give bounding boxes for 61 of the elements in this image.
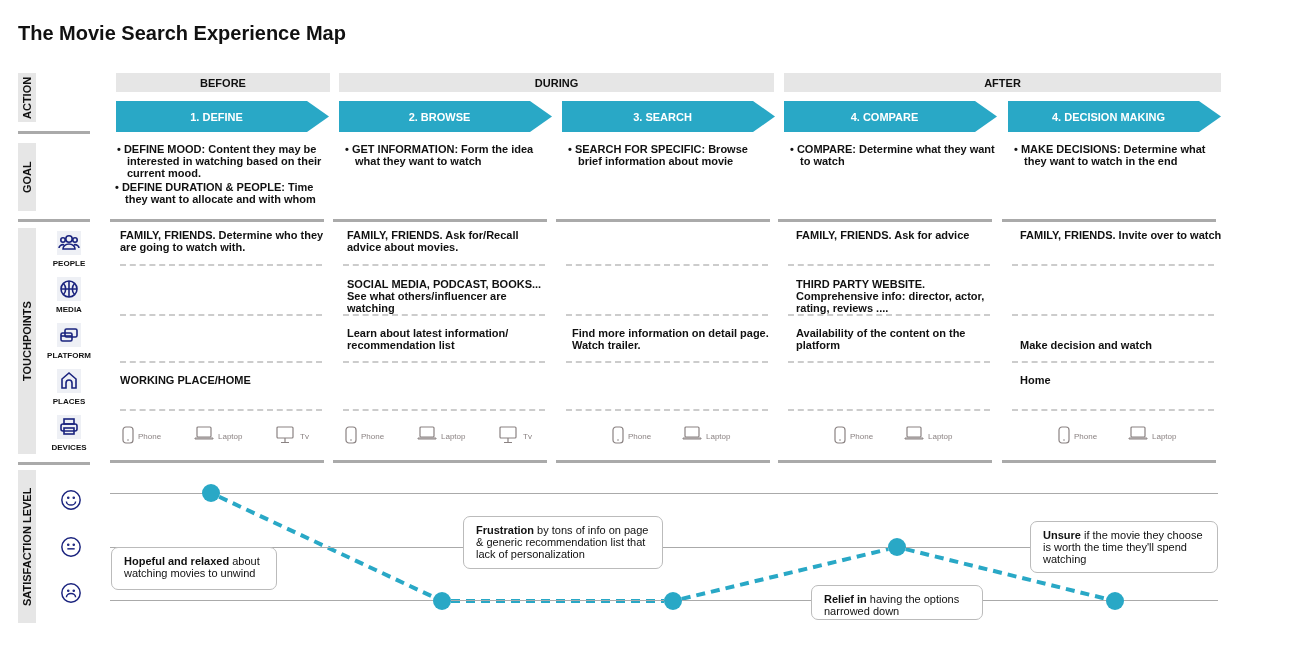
satisfaction-line — [218, 495, 435, 599]
touchpoint-text: Make decision and watch — [1020, 339, 1154, 351]
category-label: MEDIA — [55, 305, 83, 314]
goal-text: • GET INFORMATION: Form the idea what they want to watch — [345, 143, 535, 167]
data-point — [664, 592, 682, 610]
touchpoint-text: THIRD PARTY WEBSITE. Comprehensive info: director, actor, rating, reviews .... — [796, 278, 986, 314]
category-label: DEVICES — [50, 443, 88, 452]
row-header: GOAL — [18, 143, 36, 211]
satisfaction-line — [905, 547, 1107, 601]
touchpoint-text: WORKING PLACE/HOME — [120, 374, 252, 386]
device-label: Tv — [523, 432, 532, 441]
data-point — [1106, 592, 1124, 610]
row-header: TOUCHPOINTS — [18, 228, 36, 454]
data-point — [202, 484, 220, 502]
device-label: Phone — [1074, 432, 1098, 441]
stage-banner: 4. DECISION MAKING — [1008, 101, 1221, 132]
device-label: Tv — [300, 432, 309, 441]
row-header: ACTION — [18, 73, 36, 122]
phase-band: DURING — [339, 73, 774, 92]
device-label: Laptop — [706, 432, 731, 441]
phase-band: AFTER — [784, 73, 1221, 92]
stage-banner: 2. BROWSE — [339, 101, 552, 132]
device-label: Phone — [628, 432, 652, 441]
annotation-box: Hopeful and relaxed about watching movies to unwind — [111, 547, 277, 590]
phase-band: BEFORE — [116, 73, 330, 92]
satisfaction-line — [451, 599, 664, 603]
device-label: Laptop — [441, 432, 466, 441]
touchpoint-text: Availability of the content on the platform — [796, 327, 967, 351]
stage-banner: 1. DEFINE — [116, 101, 329, 132]
device-label: Laptop — [1152, 432, 1177, 441]
stage-banner: 3. SEARCH — [562, 101, 775, 132]
goal-text: • MAKE DECISIONS: Determine what they want to watch in the end — [1014, 143, 1207, 167]
device-label: Laptop — [218, 432, 243, 441]
satisfaction-line — [681, 547, 889, 601]
data-point — [433, 592, 451, 610]
annotation-box: Relief in having the options narrowed down — [811, 585, 983, 620]
device-label: Phone — [361, 432, 385, 441]
data-point — [888, 538, 906, 556]
goal-text: • SEARCH FOR SPECIFIC: Browse brief information about movie — [568, 143, 749, 167]
touchpoint-text: Find more information on detail page. Watch trailer. — [572, 327, 770, 351]
touchpoint-text: FAMILY, FRIENDS. Ask for/Recall advice about movies. — [347, 229, 520, 253]
touchpoint-text: Learn about latest information/ recommendation list — [347, 327, 510, 351]
annotation-box: Unsure if the movie they choose is worth the time they'll spend watching — [1030, 521, 1218, 573]
diagram-title: The Movie Search Experience Map — [18, 22, 347, 45]
row-header: SATISFACTION LEVEL — [18, 470, 36, 623]
category-label: PEOPLE — [51, 259, 87, 268]
goal-text: • DEFINE DURATION & PEOPLE: Time they want to allocate and with whom — [115, 181, 317, 205]
goal-text: • COMPARE: Determine what they want to watch — [790, 143, 995, 167]
device-label: Phone — [138, 432, 162, 441]
goal-text: • DEFINE MOOD: Content they may be interested in watching based on their current mood. — [117, 143, 322, 179]
category-label: PLATFORM — [46, 351, 92, 360]
device-label: Phone — [850, 432, 874, 441]
category-label: PLACES — [51, 397, 87, 406]
stage-banner: 4. COMPARE — [784, 101, 997, 132]
annotation-box: Frustration by tons of info on page & generic recommendation list that lack of personalization — [463, 516, 663, 569]
touchpoint-text: SOCIAL MEDIA, PODCAST, BOOKS... See what others/influencer are watching — [347, 278, 543, 314]
touchpoint-text: FAMILY, FRIENDS. Ask for advice — [796, 229, 971, 241]
touchpoint-text: FAMILY, FRIENDS. Invite over to watch — [1020, 229, 1223, 241]
device-label: Laptop — [928, 432, 953, 441]
touchpoint-text: Home — [1020, 374, 1052, 386]
touchpoint-text: FAMILY, FRIENDS. Determine who they are going to watch with. — [120, 229, 325, 253]
